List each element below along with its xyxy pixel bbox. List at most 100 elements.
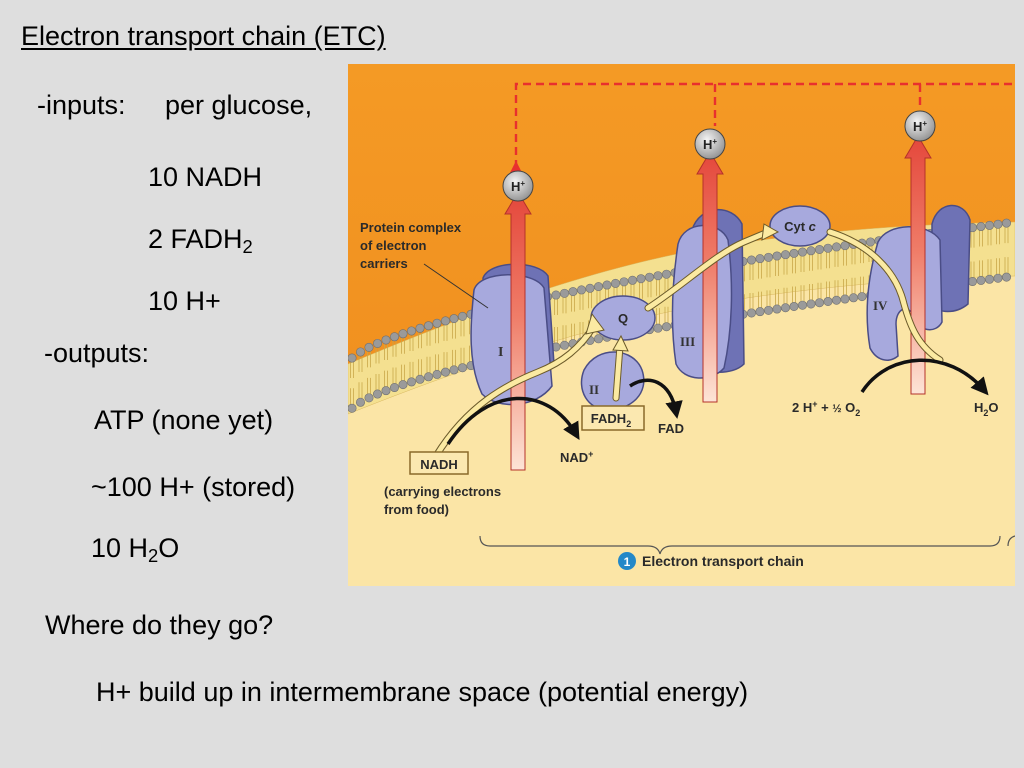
lipid-head	[806, 299, 816, 309]
inputs-note: per glucose,	[165, 90, 313, 120]
lipid-head	[823, 296, 833, 306]
callout-line-2: of electron	[360, 238, 427, 253]
lipid-head	[577, 285, 587, 295]
lipid-head	[551, 290, 561, 300]
lipid-head	[560, 340, 570, 350]
lipid-head	[372, 338, 382, 348]
complex-iii	[671, 224, 733, 379]
lipid-head	[348, 353, 357, 363]
svg-text:H+: H+	[511, 179, 525, 194]
callout-line-1: Protein complex	[360, 220, 462, 235]
proton-sphere-i: H+	[502, 170, 534, 202]
lipid-head	[814, 298, 824, 308]
lipid-head	[364, 342, 374, 352]
lipid-head	[389, 332, 399, 342]
lipid-head	[993, 219, 1003, 229]
oxygen-to-water-arrow	[860, 358, 989, 396]
proton-sphere-iv: H+	[904, 110, 936, 142]
lipid-head	[348, 403, 357, 413]
electron-arrowhead-q	[585, 312, 605, 335]
nadh-to-nad-arrow	[446, 396, 580, 445]
lipid-head	[755, 307, 765, 317]
carrying-line-2: from food)	[384, 502, 449, 517]
input-fadh2: 2 FADH2	[148, 224, 253, 258]
diagram-caption: Electron transport chain	[642, 553, 804, 569]
lipid-head	[568, 287, 578, 297]
proton-sphere-iii: H+	[694, 128, 726, 160]
output-atp: ATP (none yet)	[94, 405, 274, 435]
proton-dashed-path	[508, 82, 1015, 176]
fad-label: FAD	[658, 421, 684, 436]
electron-arrowhead-q-from-ii	[612, 334, 629, 352]
lipid-head	[449, 365, 459, 375]
lipid-head	[763, 252, 773, 262]
lipid-head	[1001, 218, 1011, 228]
lipid-head	[415, 323, 425, 333]
lipid-head	[780, 250, 790, 260]
inputs-label: -inputs:	[37, 90, 126, 120]
lipid-head	[653, 323, 663, 333]
lipid-head	[432, 369, 442, 379]
lipid-head	[458, 363, 468, 373]
lipid-head	[865, 237, 875, 247]
answer-text: H+ build up in intermembrane space (pote…	[96, 677, 749, 707]
electron-arrowhead-cytc	[761, 223, 780, 241]
lipid-head	[653, 271, 663, 281]
lipid-head	[381, 335, 391, 345]
lipid-head	[984, 220, 994, 230]
lipid-head	[389, 383, 399, 393]
lipid-head	[432, 318, 442, 328]
etc-diagram: H+ H+ H+ I II III IV Q Cyt c Protein com…	[348, 64, 1015, 586]
complex-iii-label: III	[680, 334, 695, 349]
electron-path-fadh2-to-q-fill	[613, 343, 623, 401]
lipid-head	[372, 389, 382, 399]
lipid-head	[458, 311, 468, 321]
electron-path-to-q-fill	[433, 323, 597, 459]
lipid-head	[976, 222, 986, 232]
lipid-head	[406, 377, 416, 387]
oxygen-equation: 2 H+ + ½ O2	[792, 399, 860, 418]
lipid-head	[424, 321, 434, 331]
lipid-head	[441, 367, 451, 377]
q-label: Q	[618, 311, 628, 326]
lipid-head	[627, 275, 637, 285]
input-h-plus: 10 H+	[148, 286, 221, 316]
output-h-plus: ~100 H+ (stored)	[91, 472, 296, 502]
lipid-head	[993, 273, 1003, 283]
lipid-head	[772, 304, 782, 314]
lipid-head	[780, 303, 790, 313]
lipid-head	[806, 246, 816, 256]
fadh2-box-label: FADH2	[591, 411, 631, 429]
lipid-head	[636, 274, 646, 284]
lipid-head	[797, 247, 807, 257]
complex-ii	[580, 351, 645, 411]
lipid-head	[424, 372, 434, 382]
lipid-head	[585, 283, 595, 293]
electron-path-q-to-cytc-fill	[645, 229, 771, 311]
lipid-head	[755, 254, 765, 264]
matrix-region	[348, 256, 1015, 586]
lipid-head	[823, 243, 833, 253]
nad-plus-label: NAD+	[560, 449, 593, 465]
lipid-head	[356, 397, 365, 407]
lipid-head	[594, 282, 604, 292]
membrane-band	[348, 221, 1015, 415]
lipid-head	[814, 244, 824, 254]
lipid-head	[1001, 272, 1011, 282]
lipid-head	[763, 305, 773, 315]
nadh-box	[409, 451, 469, 475]
slide-title: Electron transport chain (ETC)	[21, 21, 386, 51]
lipid-head	[415, 374, 425, 384]
lipid-head	[398, 329, 408, 339]
fadh2-box	[581, 405, 645, 431]
callout-pointer	[423, 263, 489, 309]
lipid-head	[441, 316, 451, 326]
next-bracket-stub	[1007, 535, 1015, 547]
output-water: 10 H2O	[91, 533, 180, 567]
lipid-head	[976, 275, 986, 285]
fadh2-to-fad-arrow	[629, 378, 683, 419]
outputs-label: -outputs:	[44, 338, 150, 368]
complex-i-label: I	[498, 345, 503, 360]
input-nadh: 10 NADH	[148, 162, 263, 192]
lipid-head	[857, 292, 867, 302]
